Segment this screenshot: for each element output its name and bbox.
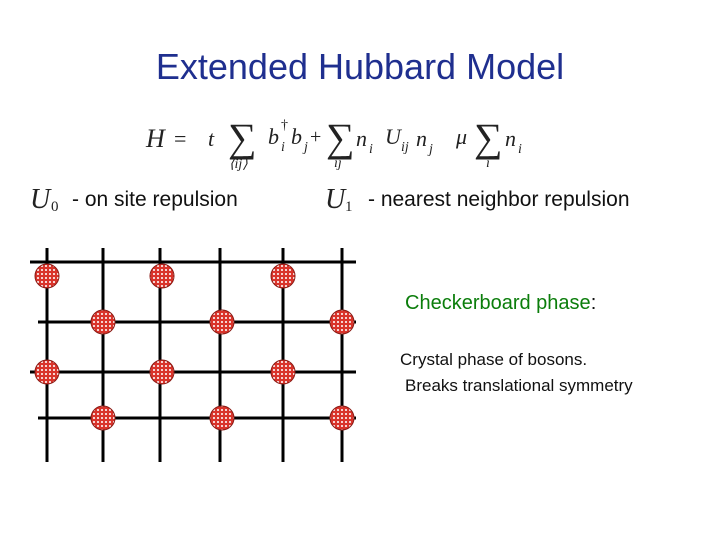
sum-index-2: ij: [334, 156, 342, 171]
u0-symbol: U: [30, 184, 51, 215]
sum-index-1: ⟨ij⟩: [229, 157, 248, 172]
index-j-2: j: [429, 142, 433, 157]
operator-b-dagger: b: [268, 124, 279, 149]
index-ij: ij: [401, 140, 409, 155]
boson-site: [329, 405, 355, 431]
boson-site: [270, 263, 296, 289]
checkerboard-label-colon: :: [590, 292, 597, 314]
occupied-sites: [34, 263, 355, 431]
interaction-U: U: [385, 124, 401, 149]
boson-site: [209, 405, 235, 431]
index-i: i: [281, 140, 285, 155]
sum-symbol-3: ∑: [474, 115, 503, 160]
boson-site: [90, 309, 116, 335]
operator-b: b: [291, 124, 302, 149]
index-j: j: [304, 140, 308, 155]
operator-n-i: n: [356, 126, 367, 151]
sum-symbol-1: ∑: [228, 115, 257, 160]
equals-sign: =: [174, 126, 187, 151]
plus-sign: +: [310, 126, 322, 148]
description-line-2: Breaks translational symmetry: [405, 376, 633, 395]
boson-site: [209, 309, 235, 335]
operator-n: n: [505, 126, 516, 151]
operator-n-j: n: [416, 126, 427, 151]
hopping-t: t: [208, 126, 215, 151]
u0-subscript: 0: [51, 199, 59, 215]
boson-site: [34, 263, 60, 289]
page-title: Extended Hubbard Model: [155, 46, 565, 87]
lattice-grid-lines: [30, 248, 356, 462]
index-i-2: i: [369, 142, 373, 157]
checkerboard-phase-label: Checkerboard phase:: [405, 292, 596, 315]
u1-subscript: 1: [345, 199, 353, 215]
description-line-1: Crystal phase of bosons.: [400, 350, 588, 369]
chemical-potential-mu: μ: [456, 124, 468, 149]
boson-site: [329, 309, 355, 335]
checkerboard-label-text: Checkerboard phase: [405, 292, 591, 314]
boson-site: [149, 359, 175, 385]
boson-site: [149, 263, 175, 289]
dagger-superscript: †: [281, 118, 288, 133]
boson-site: [270, 359, 296, 385]
hamiltonian-symbol: H: [146, 124, 165, 153]
u1-symbol: U: [325, 184, 346, 215]
u0-description: - on site repulsion: [72, 188, 238, 211]
index-i-3: i: [518, 142, 522, 157]
boson-site: [90, 405, 116, 431]
sum-symbol-2: ∑: [326, 115, 355, 160]
boson-site: [34, 359, 60, 385]
sum-index-3: i: [486, 156, 490, 171]
u1-description: - nearest neighbor repulsion: [368, 188, 630, 211]
